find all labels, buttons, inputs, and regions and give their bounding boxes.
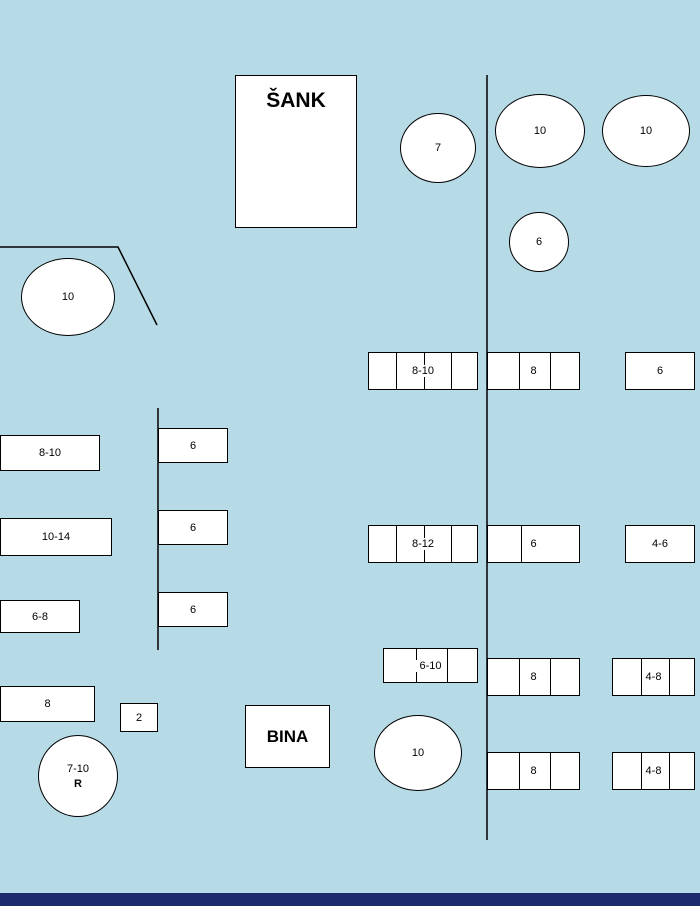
table-rect[interactable]: 2 bbox=[120, 703, 158, 732]
table-label: 6 bbox=[186, 603, 200, 616]
table-label: 8 bbox=[527, 671, 540, 683]
round-table[interactable]: 10 bbox=[21, 258, 115, 336]
round-table[interactable]: 10 bbox=[602, 95, 690, 167]
seat-divider-line bbox=[451, 353, 452, 389]
table-sublabel: R bbox=[74, 777, 82, 790]
seat-divider-line bbox=[641, 659, 642, 695]
table-rect[interactable]: 8 bbox=[0, 686, 95, 722]
table-label: 4-8 bbox=[642, 671, 665, 683]
table-rect[interactable]: 8-12 bbox=[368, 525, 478, 563]
table-rect[interactable]: 6 bbox=[625, 352, 695, 390]
seat-divider-line bbox=[550, 753, 551, 789]
seat-divider-line bbox=[550, 353, 551, 389]
seat-divider-line bbox=[669, 753, 670, 789]
table-label: 2 bbox=[132, 711, 146, 724]
footer-bar bbox=[0, 893, 700, 906]
seat-divider-line bbox=[396, 526, 397, 562]
table-label: 7 bbox=[434, 142, 442, 154]
table-rect[interactable]: 6 bbox=[487, 525, 580, 563]
seat-divider-line bbox=[451, 526, 452, 562]
table-label: ŠANK bbox=[263, 89, 329, 113]
table-label: 8 bbox=[41, 698, 54, 710]
table-label: 6 bbox=[186, 439, 200, 452]
seat-divider-line bbox=[519, 753, 520, 789]
table-label: 8-10 bbox=[35, 447, 65, 459]
round-table[interactable]: 7 bbox=[400, 113, 476, 183]
table-label: 10-14 bbox=[38, 531, 74, 543]
bar-counter[interactable]: ŠANK bbox=[235, 75, 357, 228]
seat-divider-line bbox=[521, 526, 522, 562]
table-label: 4-6 bbox=[649, 538, 671, 550]
seat-divider-line bbox=[669, 659, 670, 695]
table-rect[interactable]: 8-10 bbox=[0, 435, 100, 471]
seat-divider-line bbox=[447, 649, 448, 682]
seat-divider-line bbox=[519, 353, 520, 389]
table-label: 8-12 bbox=[408, 538, 438, 550]
seat-divider-line bbox=[641, 753, 642, 789]
table-label: 10 bbox=[533, 125, 547, 137]
seat-divider-line bbox=[550, 659, 551, 695]
table-rect[interactable]: 8 bbox=[487, 752, 580, 790]
table-label: 6 bbox=[186, 521, 200, 534]
round-table[interactable]: 6 bbox=[509, 212, 569, 272]
table-label: 6 bbox=[527, 538, 540, 550]
table-label: 10 bbox=[61, 291, 75, 303]
table-rect[interactable]: 8 bbox=[487, 658, 580, 696]
table-label: 7-10 bbox=[66, 762, 90, 775]
table-rect[interactable]: 6-10 bbox=[383, 648, 478, 683]
table-rect[interactable]: 4-8 bbox=[612, 658, 695, 696]
seat-divider-line bbox=[519, 659, 520, 695]
table-rect[interactable]: 4-6 bbox=[625, 525, 695, 563]
table-label: BINA bbox=[263, 726, 312, 747]
table-rect[interactable]: 8-10 bbox=[368, 352, 478, 390]
table-rect[interactable]: 6 bbox=[158, 428, 228, 463]
table-label: 6 bbox=[535, 236, 543, 248]
table-label: 4-8 bbox=[642, 765, 665, 777]
table-label: 8 bbox=[527, 365, 540, 377]
table-rect[interactable]: 6-8 bbox=[0, 600, 80, 633]
table-label: 10 bbox=[411, 747, 425, 759]
table-label: 6 bbox=[653, 365, 667, 377]
table-label: 10 bbox=[639, 125, 653, 137]
table-rect[interactable]: 4-8 bbox=[612, 752, 695, 790]
table-label: 6-10 bbox=[416, 659, 445, 672]
seat-divider-line bbox=[396, 353, 397, 389]
table-rect[interactable]: 8 bbox=[487, 352, 580, 390]
table-label: 8-10 bbox=[408, 365, 438, 377]
table-label: 6-8 bbox=[29, 610, 51, 623]
stage[interactable]: BINA bbox=[245, 705, 330, 768]
round-table[interactable]: 10 bbox=[374, 715, 462, 791]
table-rect[interactable]: 6 bbox=[158, 510, 228, 545]
table-rect[interactable]: 10-14 bbox=[0, 518, 112, 556]
table-rect[interactable]: 6 bbox=[158, 592, 228, 627]
round-table[interactable]: 10 bbox=[495, 94, 585, 168]
table-label: 8 bbox=[527, 765, 540, 777]
